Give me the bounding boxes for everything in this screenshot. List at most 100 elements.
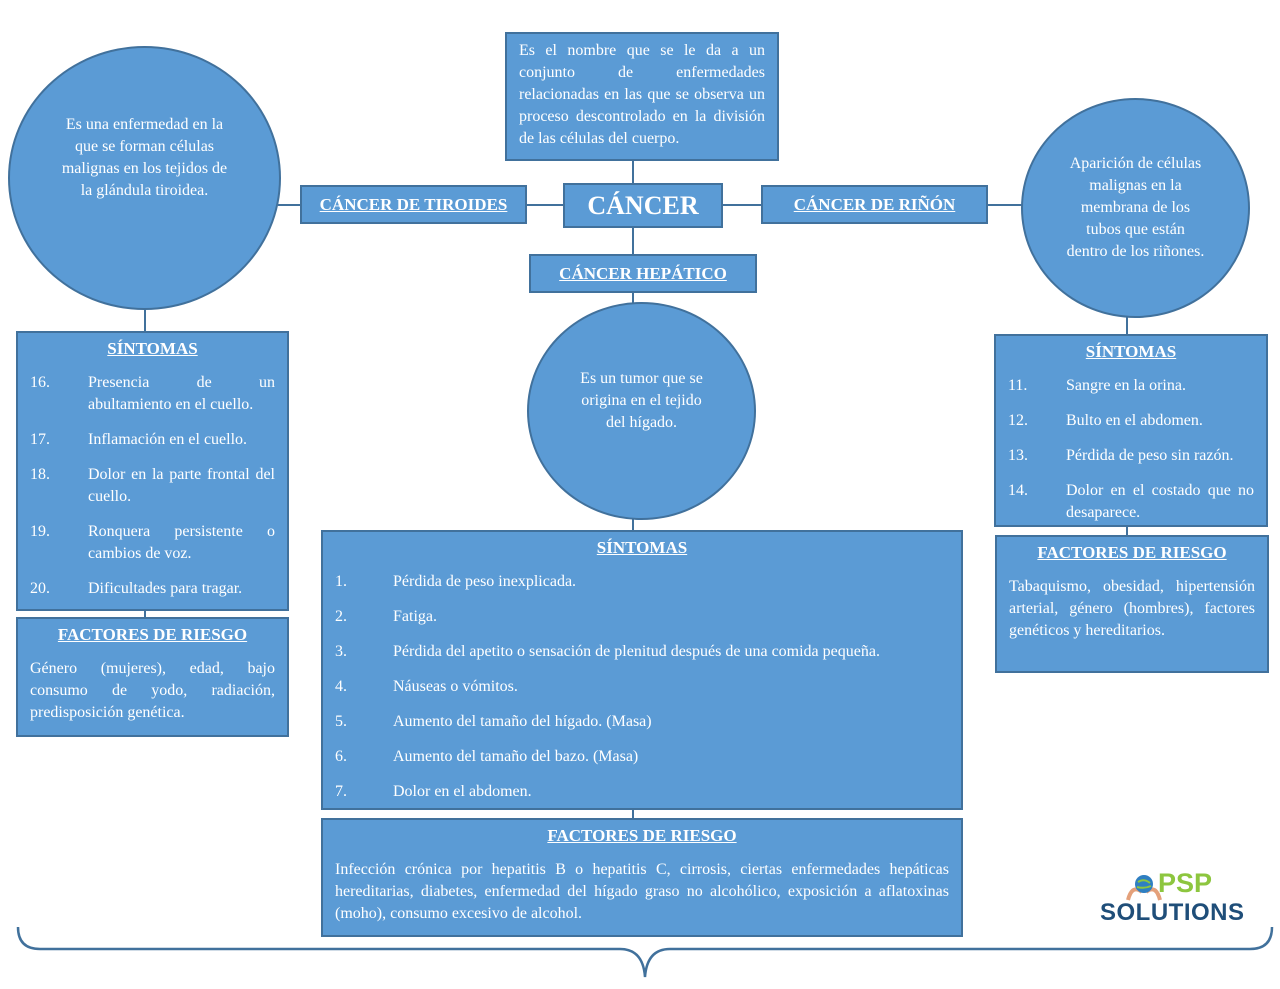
list-item: 5. Aumento del tamaño del hígado. (Masa) <box>335 711 949 733</box>
connector-line <box>278 204 302 206</box>
logo-solutions: SOLUTIONS <box>1100 899 1245 926</box>
connector-line <box>987 204 1023 206</box>
connector-line <box>632 160 634 184</box>
connector-line <box>144 308 146 333</box>
cancer-title-box: CÁNCER <box>563 183 723 228</box>
item-text: Ronquera persistente o cambios de voz. <box>88 523 275 562</box>
cancer-definition-box: Es el nombre que se le da a un conjunto … <box>505 32 779 161</box>
connector-line <box>1126 525 1128 536</box>
globe-hands-icon <box>1126 875 1162 901</box>
connector-line <box>144 610 146 618</box>
list-item: 13. Pérdida de peso sin razón. <box>1008 445 1254 467</box>
item-number: 13. <box>1008 447 1028 464</box>
list-item: 20. Dificultades para tragar. <box>30 578 275 600</box>
item-text: Dificultades para tragar. <box>88 580 243 597</box>
list-item: 1. Pérdida de peso inexplicada. <box>335 571 949 593</box>
item-text: Náuseas o vómitos. <box>393 678 518 695</box>
list-item: 17. Inflamación en el cuello. <box>30 429 275 451</box>
hepatico-risk-title: FACTORES DE RIESGO <box>547 826 737 845</box>
item-text: Aumento del tamaño del hígado. (Masa) <box>393 713 652 730</box>
cancer-definition-text: Es el nombre que se le da a un conjunto … <box>519 42 765 147</box>
rinon-risk-box: FACTORES DE RIESGO Tabaquismo, obesidad,… <box>995 535 1269 673</box>
hepatico-risk-box: FACTORES DE RIESGO Infección crónica por… <box>321 818 963 937</box>
psp-solutions-logo: PSP SOLUTIONS <box>1098 866 1248 936</box>
item-number: 3. <box>335 643 347 660</box>
item-text: Dolor en la parte frontal del cuello. <box>88 466 275 505</box>
item-number: 18. <box>30 466 50 483</box>
tiroides-label: CÁNCER DE TIROIDES <box>319 194 508 214</box>
item-number: 5. <box>335 713 347 730</box>
connector-line <box>632 227 634 255</box>
hepatico-label-box: CÁNCER HEPÁTICO <box>529 254 757 293</box>
list-item: 3. Pérdida del apetito o sensación de ple… <box>335 641 949 663</box>
item-number: 6. <box>335 748 347 765</box>
item-number: 20. <box>30 580 50 597</box>
rinon-description: Aparición de células malignas en la memb… <box>1066 155 1205 260</box>
connector-line <box>632 808 634 820</box>
rinon-symptoms-title: SÍNTOMAS <box>1085 342 1177 361</box>
tiroides-symptoms-box: SÍNTOMAS 16. Presencia de un abultamiento… <box>16 331 289 611</box>
tiroides-risk-title: FACTORES DE RIESGO <box>57 625 248 644</box>
item-number: 2. <box>335 608 347 625</box>
tiroides-symptoms-list: 16. Presencia de un abultamiento en el cu… <box>30 372 275 600</box>
list-item: 7. Dolor en el abdomen. <box>335 781 949 803</box>
list-item: 11. Sangre en la orina. <box>1008 375 1254 397</box>
cancer-title: CÁNCER <box>587 190 699 220</box>
logo-psp: PSP <box>1158 868 1213 898</box>
item-text: Bulto en el abdomen. <box>1066 412 1203 429</box>
connector-line <box>632 292 634 304</box>
list-item: 4. Náuseas o vómitos. <box>335 676 949 698</box>
tiroides-risk-box: FACTORES DE RIESGO Género (mujeres), eda… <box>16 617 289 737</box>
hepatico-risk-text: Infección crónica por hepatitis B o hepa… <box>335 861 949 922</box>
item-text: Pérdida de peso inexplicada. <box>393 573 577 590</box>
item-number: 14. <box>1008 482 1028 499</box>
hepatico-symptoms-title: SÍNTOMAS <box>596 538 688 557</box>
tiroides-description-circle: Es una enfermedad en la que se forman cé… <box>8 46 281 310</box>
item-number: 17. <box>30 431 50 448</box>
rinon-label: CÁNCER DE RIÑÓN <box>793 194 956 214</box>
bottom-brace <box>16 926 1274 978</box>
item-text: Pérdida de peso sin razón. <box>1066 447 1234 464</box>
list-item: 14. Dolor en el costado que no desaparece… <box>1008 480 1254 524</box>
hepatico-symptoms-list: 1. Pérdida de peso inexplicada. 2. Fatiga.… <box>335 571 949 803</box>
item-number: 7. <box>335 783 347 800</box>
item-text: Fatiga. <box>393 608 437 625</box>
rinon-risk-title: FACTORES DE RIESGO <box>1037 543 1227 562</box>
rinon-description-circle: Aparición de células malignas en la memb… <box>1021 98 1250 318</box>
item-text: Sangre en la orina. <box>1066 377 1186 394</box>
item-number: 1. <box>335 573 347 590</box>
hepatico-symptoms-box: SÍNTOMAS 1. Pérdida de peso inexplicada. … <box>321 530 963 810</box>
rinon-symptoms-list: 11. Sangre en la orina. 12. Bulto en el ab… <box>1008 375 1254 524</box>
item-text: Aumento del tamaño del bazo. (Masa) <box>393 748 639 765</box>
item-text: Dolor en el costado que no desaparece. <box>1066 482 1254 521</box>
list-item: 12. Bulto en el abdomen. <box>1008 410 1254 432</box>
tiroides-description: Es una enfermedad en la que se forman cé… <box>61 116 228 199</box>
item-text: Dolor en el abdomen. <box>393 783 532 800</box>
rinon-symptoms-box: SÍNTOMAS 11. Sangre en la orina. 12. Bulto… <box>994 334 1268 527</box>
rinon-label-box: CÁNCER DE RIÑÓN <box>761 185 988 224</box>
item-text: Inflamación en el cuello. <box>88 431 248 448</box>
item-number: 11. <box>1008 377 1028 394</box>
item-text: Presencia de un abultamiento en el cuell… <box>88 374 275 413</box>
connector-line <box>1126 316 1128 335</box>
hepatico-description: Es un tumor que se origina en el tejido … <box>580 370 703 431</box>
rinon-risk-text: Tabaquismo, obesidad, hipertensión arter… <box>1009 578 1255 639</box>
tiroides-risk-text: Género (mujeres), edad, bajo consumo de … <box>30 660 275 721</box>
connector-line <box>722 204 762 206</box>
list-item: 16. Presencia de un abultamiento en el cu… <box>30 372 275 416</box>
list-item: 18. Dolor en la parte frontal del cuello. <box>30 464 275 508</box>
tiroides-label-box: CÁNCER DE TIROIDES <box>300 185 527 224</box>
hepatico-label: CÁNCER HEPÁTICO <box>559 263 727 283</box>
hepatico-description-circle: Es un tumor que se origina en el tejido … <box>527 302 756 520</box>
list-item: 19. Ronquera persistente o cambios de voz… <box>30 521 275 565</box>
item-number: 16. <box>30 374 50 391</box>
connector-line <box>526 204 564 206</box>
item-number: 19. <box>30 523 50 540</box>
item-number: 12. <box>1008 412 1028 429</box>
item-number: 4. <box>335 678 347 695</box>
list-item: 2. Fatiga. <box>335 606 949 628</box>
connector-line <box>632 518 634 532</box>
tiroides-symptoms-title: SÍNTOMAS <box>107 339 198 358</box>
list-item: 6. Aumento del tamaño del bazo. (Masa) <box>335 746 949 768</box>
item-text: Pérdida del apetito o sensación de pleni… <box>393 643 880 660</box>
